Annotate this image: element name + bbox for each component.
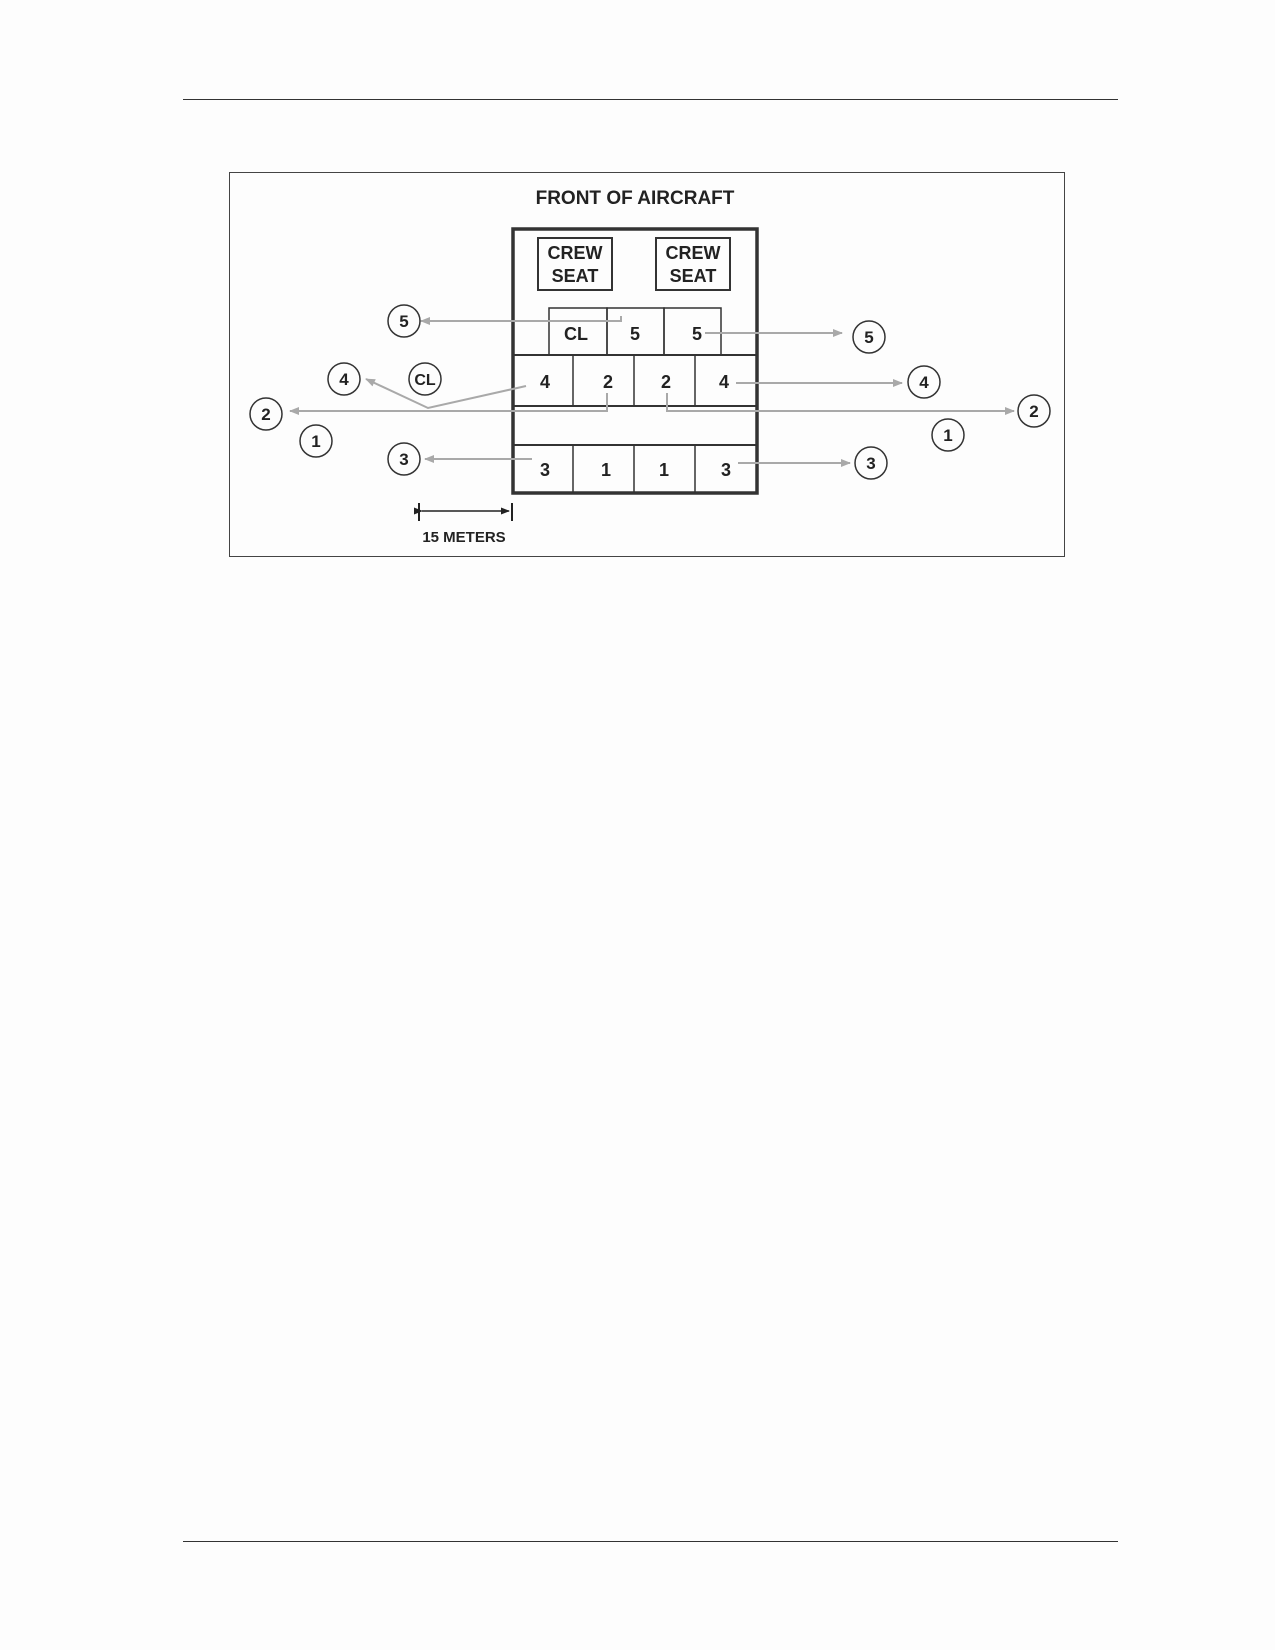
seat-label-bot-3-left: 3 xyxy=(540,460,550,480)
seat-label-mid-4-left: 4 xyxy=(540,372,550,392)
marker-left-3-label: 3 xyxy=(399,450,408,469)
marker-left-3: 3 xyxy=(387,442,421,476)
header-rule xyxy=(183,99,1118,100)
crew-seat-left-line1: CREW xyxy=(548,243,603,263)
seat-row-top: CL 5 5 xyxy=(548,307,722,356)
marker-right-4: 4 xyxy=(907,365,941,399)
seat-row-middle: 4 2 2 4 xyxy=(513,354,757,407)
marker-right-1-label: 1 xyxy=(943,426,952,445)
seat-label-top-5a: 5 xyxy=(630,324,640,344)
crew-seat-left-line2: SEAT xyxy=(552,266,599,286)
marker-right-2: 2 xyxy=(1017,394,1051,428)
seat-label-mid-4-right: 4 xyxy=(719,372,729,392)
marker-left-5: 5 xyxy=(387,304,421,338)
arrow-2-right xyxy=(666,393,1015,415)
exit-arrows xyxy=(289,316,1015,467)
exit-diagram-svg: FRONT OF AIRCRAFT CREW SEAT CREW SEAT CL… xyxy=(249,188,1051,546)
marker-left-1-label: 1 xyxy=(311,432,320,451)
marker-left-2-label: 2 xyxy=(261,405,270,424)
crew-seat-right-line1: CREW xyxy=(666,243,721,263)
fuselage-outline xyxy=(511,227,759,495)
marker-right-2-label: 2 xyxy=(1029,402,1038,421)
marker-right-3: 3 xyxy=(854,446,888,480)
crew-seat-left: CREW SEAT xyxy=(537,237,613,291)
arrow-2-left xyxy=(289,393,608,415)
seat-row-bottom: 3 1 1 3 xyxy=(513,444,757,493)
marker-left-1: 1 xyxy=(299,424,333,458)
scale-bar: 15 METERS xyxy=(414,503,513,546)
marker-left-cl: CL xyxy=(408,362,442,396)
seat-label-bot-3-right: 3 xyxy=(721,460,731,480)
marker-left-4: 4 xyxy=(327,362,361,396)
crew-seat-right: CREW SEAT xyxy=(655,237,731,291)
marker-left-2: 2 xyxy=(249,397,283,431)
marker-left-5-label: 5 xyxy=(399,312,408,331)
footer-rule xyxy=(183,1541,1118,1542)
exit-diagram-figure: FRONT OF AIRCRAFT CREW SEAT CREW SEAT CL… xyxy=(229,172,1065,557)
marker-right-4-label: 4 xyxy=(919,373,929,392)
crew-seat-right-line2: SEAT xyxy=(670,266,717,286)
marker-right-3-label: 3 xyxy=(866,454,875,473)
seat-label-mid-2-right: 2 xyxy=(661,372,671,392)
marker-right-5: 5 xyxy=(852,320,886,354)
seat-label-cl: CL xyxy=(564,324,588,344)
marker-left-4-label: 4 xyxy=(339,370,349,389)
marker-right-5-label: 5 xyxy=(864,328,873,347)
marker-left-cl-label: CL xyxy=(414,372,436,389)
seat-label-bot-1-right: 1 xyxy=(659,460,669,480)
arrow-4-left xyxy=(365,378,527,410)
seat-label-top-5b: 5 xyxy=(692,324,702,344)
seat-label-mid-2-left: 2 xyxy=(603,372,613,392)
seat-label-bot-1-left: 1 xyxy=(601,460,611,480)
arrow-5-left xyxy=(420,316,622,325)
scale-bar-label: 15 METERS xyxy=(422,529,505,546)
diagram-title: FRONT OF AIRCRAFT xyxy=(536,188,735,209)
marker-right-1: 1 xyxy=(931,418,965,452)
